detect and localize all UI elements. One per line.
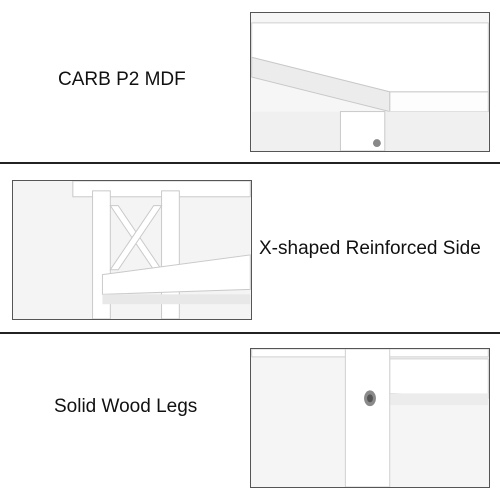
divider-1: [0, 162, 500, 164]
wood-leg-icon: [251, 349, 489, 487]
feature-label-carb-p2-mdf: CARB P2 MDF: [58, 69, 186, 90]
divider-2: [0, 332, 500, 334]
feature-label-x-shaped-side: X-shaped Reinforced Side: [259, 238, 481, 259]
feature-label-solid-wood-legs: Solid Wood Legs: [54, 396, 198, 417]
table-top-corner-image: [250, 12, 490, 152]
x-brace-side-icon: [13, 181, 251, 319]
table-top-corner-icon: [251, 13, 489, 151]
wood-leg-image: [250, 348, 490, 488]
x-brace-side-image: [12, 180, 252, 320]
